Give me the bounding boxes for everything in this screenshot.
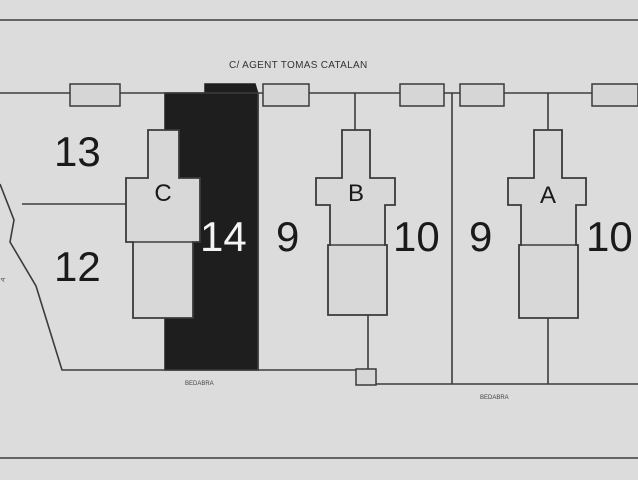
- block-c[interactable]: [125, 129, 201, 319]
- lot-9-label: 9: [469, 213, 492, 260]
- block-a[interactable]: [507, 129, 587, 319]
- lot-10-label: 10: [586, 213, 633, 260]
- meter-box: [399, 83, 445, 107]
- lot-10-label: 10: [393, 213, 440, 260]
- lot-13-label: 13: [54, 128, 101, 175]
- block-c-label: C: [154, 180, 171, 207]
- meter-box: [262, 83, 310, 107]
- lot-12-label: 12: [54, 243, 101, 290]
- street-label-left: A: [0, 277, 7, 283]
- lot-9-label: 9: [276, 213, 299, 260]
- meter-box: [459, 83, 505, 107]
- block-b-label: B: [348, 180, 364, 207]
- street-label-top: C/ AGENT TOMAS CATALAN: [229, 60, 368, 71]
- block-a-label: A: [540, 182, 556, 209]
- street-label-bottom-right: BEDABRA: [480, 395, 509, 401]
- street-label-bottom-left: BEDABRA: [185, 381, 214, 387]
- utility-box: [355, 368, 377, 386]
- rear-boundary-left: [0, 183, 356, 371]
- meter-box: [591, 83, 638, 107]
- block-b[interactable]: [315, 129, 396, 316]
- lot-14-label: 14: [200, 213, 247, 260]
- meter-box: [69, 83, 121, 107]
